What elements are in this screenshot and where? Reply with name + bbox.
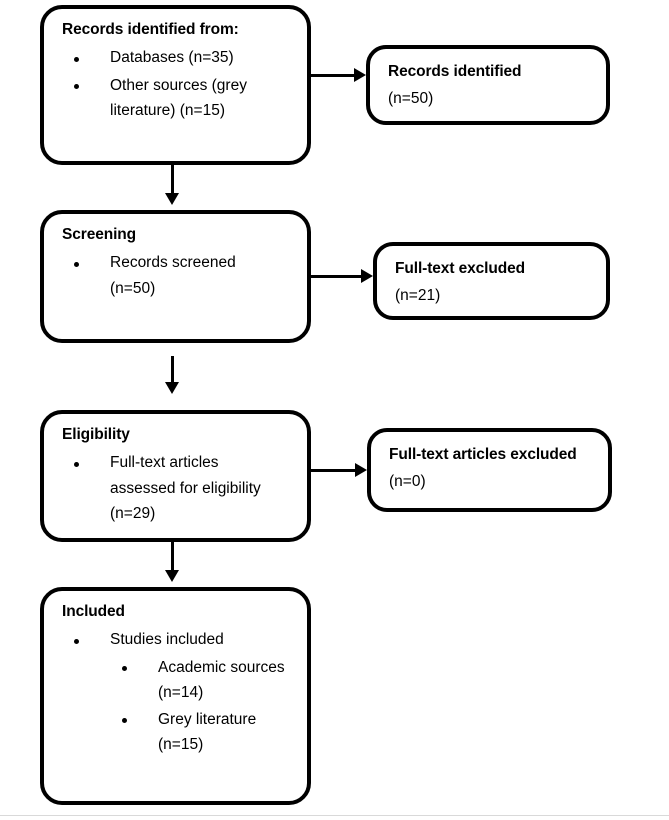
- list-item-count: (n=29): [110, 504, 156, 522]
- connector-eligibility-to-included: [171, 542, 174, 572]
- eligibility-bullet-list: Full-text articles assessed for eligibil…: [62, 450, 293, 525]
- arrowhead-right-icon: [361, 269, 373, 283]
- list-item-text: Other sources (grey: [110, 76, 247, 94]
- identification-bullet-list: Databases (n=35) Other sources (grey lit…: [62, 45, 293, 122]
- list-item-text: Studies included: [110, 631, 224, 649]
- node-included: Included Studies included Academic sourc…: [40, 587, 311, 805]
- list-item-text-continuation: (n=50): [110, 279, 156, 297]
- arrowhead-down-icon: [165, 570, 179, 582]
- node-fulltext-articles-excluded: Full-text articles excluded (n=0): [367, 428, 612, 512]
- fulltext-excluded-heading: Full-text excluded: [395, 260, 525, 277]
- list-item-text: Records screened: [110, 254, 236, 272]
- list-item: Other sources (grey literature) (n=15): [62, 73, 293, 123]
- bullet-dot-icon: [122, 717, 127, 723]
- footer-divider: [0, 815, 669, 816]
- included-heading: Included: [62, 603, 125, 620]
- bullet-dot-icon: [74, 638, 79, 644]
- list-item-text: Academic sources: [158, 658, 285, 676]
- list-item-count: (n=15): [158, 735, 204, 753]
- list-item-text-continuation: literature) (n=15): [110, 101, 226, 119]
- records-identified-heading: Records identified: [388, 63, 522, 80]
- node-eligibility: Eligibility Full-text articles assessed …: [40, 410, 311, 542]
- node-records-identified: Records identified (n=50): [366, 45, 610, 125]
- list-item-text-continuation: assessed for eligibility: [110, 479, 261, 497]
- screening-heading: Screening: [62, 226, 137, 243]
- list-item: Full-text articles assessed for eligibil…: [62, 450, 293, 525]
- connector-identification-to-records-identified: [311, 74, 355, 77]
- eligibility-heading: Eligibility: [62, 426, 130, 443]
- connector-eligibility-to-fulltext-articles-excluded: [311, 469, 356, 472]
- list-item-count: (n=14): [158, 683, 204, 701]
- node-screening: Screening Records screened (n=50): [40, 210, 311, 343]
- arrowhead-right-icon: [355, 463, 367, 477]
- list-item: Academic sources (n=14): [62, 655, 293, 705]
- screening-bullet-list: Records screened (n=50): [62, 250, 293, 300]
- bullet-dot-icon: [74, 261, 79, 267]
- list-item: Studies included: [62, 627, 293, 652]
- list-item-text: Databases (n=35): [110, 49, 234, 67]
- arrowhead-right-icon: [354, 68, 366, 82]
- list-item: Grey literature (n=15): [62, 707, 293, 757]
- arrowhead-down-icon: [165, 382, 179, 394]
- list-item-text: Grey literature: [158, 710, 257, 728]
- connector-screening-to-fulltext-excluded: [311, 275, 362, 278]
- node-fulltext-excluded: Full-text excluded (n=21): [373, 242, 610, 320]
- identification-heading: Records identified from:: [62, 21, 239, 38]
- connector-screening-to-eligibility: [171, 356, 174, 384]
- bullet-dot-icon: [74, 461, 79, 467]
- list-item: Databases (n=35): [62, 45, 293, 70]
- bullet-dot-icon: [74, 83, 79, 89]
- list-item-text: Full-text articles: [110, 454, 219, 472]
- bullet-dot-icon: [122, 665, 127, 671]
- included-bullet-list: Studies included Academic sources (n=14)…: [62, 627, 293, 757]
- arrowhead-down-icon: [165, 193, 179, 205]
- fulltext-excluded-count: (n=21): [395, 287, 441, 305]
- list-item: Records screened (n=50): [62, 250, 293, 300]
- node-identification: Records identified from: Databases (n=35…: [40, 5, 311, 165]
- fulltext-articles-excluded-count: (n=0): [389, 473, 426, 491]
- bullet-dot-icon: [74, 56, 79, 62]
- connector-identification-to-screening: [171, 165, 174, 195]
- fulltext-articles-excluded-heading: Full-text articles excluded: [389, 446, 577, 463]
- records-identified-count: (n=50): [388, 90, 434, 108]
